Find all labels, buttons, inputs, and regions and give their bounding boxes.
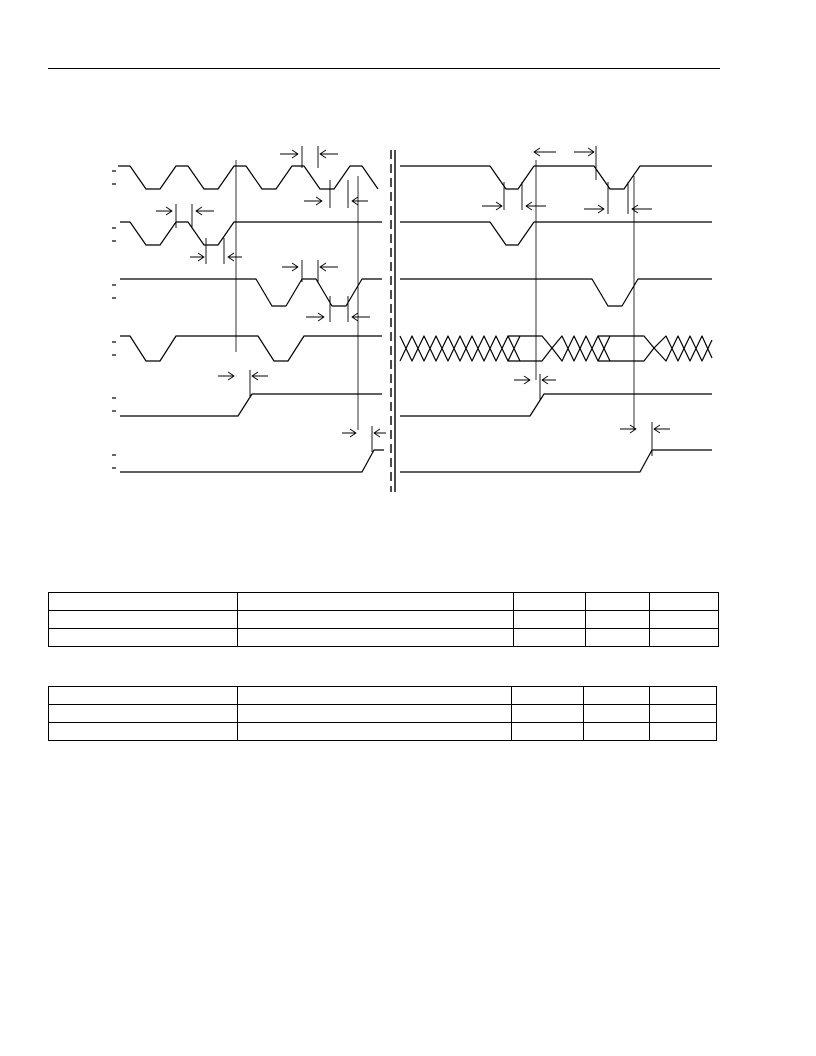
table-row	[48, 704, 717, 723]
spec-table-1	[48, 592, 719, 647]
signal-row-5	[112, 393, 712, 417]
signal-row-1	[112, 165, 712, 190]
timing-diagram	[112, 146, 713, 492]
table-row	[48, 722, 717, 741]
spec-table-2	[48, 686, 717, 741]
signal-row-4	[112, 335, 713, 362]
table-row	[48, 686, 717, 705]
table-row	[48, 592, 719, 611]
signal-row-3	[112, 278, 712, 307]
header-rule	[48, 68, 720, 69]
table-row	[48, 628, 719, 647]
timing-arrows	[156, 146, 670, 456]
break-marks	[390, 150, 396, 492]
signal-row-2	[112, 221, 712, 246]
signal-row-6	[112, 449, 712, 473]
reference-lines	[235, 160, 635, 430]
table-row	[48, 610, 719, 629]
